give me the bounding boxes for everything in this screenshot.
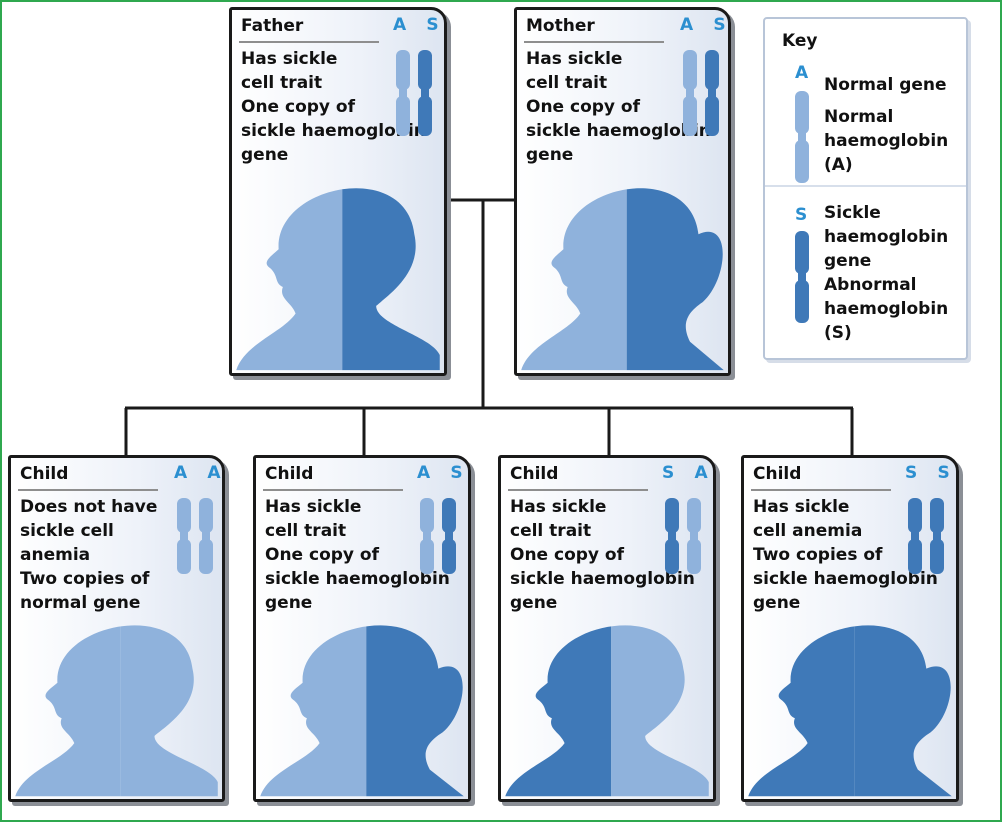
key-code-a: A — [795, 63, 809, 83]
card-description: Does not have sickle cell anemia Two cop… — [20, 497, 158, 613]
child-card-aa: Child A A Does not have sickle cell anem… — [8, 455, 225, 802]
silhouette-child-aa — [15, 625, 218, 797]
sickle-chromosome-icon — [930, 498, 944, 574]
normal-chromosome-icon — [199, 498, 213, 574]
key-entry-sickle: Sickle haemoglobin gene Abnormal haemogl… — [824, 203, 949, 343]
gene-code-1: A — [680, 15, 694, 35]
key-entry-normal: Normal gene Normal haemoglobin (A) — [824, 75, 949, 175]
card-title: Father — [241, 16, 304, 36]
child-card-sa: Child S A Has sickle cell trait One copy… — [498, 455, 716, 802]
card-description: Has sickle cell trait One copy of sickle… — [265, 497, 450, 613]
key-code-s: S — [795, 205, 808, 225]
chromosome-pair-icon — [683, 50, 719, 136]
chromosome-pair-icon — [420, 498, 456, 574]
normal-chromosome-icon — [687, 498, 701, 574]
normal-chromosome-icon — [396, 50, 410, 136]
gene-code-2: A — [694, 463, 708, 483]
gene-code-2: S — [426, 15, 439, 35]
gene-code-2: S — [937, 463, 950, 483]
sickle-chromosome-icon — [418, 50, 432, 136]
gene-code-1: A — [393, 15, 407, 35]
card-title: Mother — [526, 16, 595, 36]
card-description: Has sickle cell anemia Two copies of sic… — [753, 497, 938, 613]
chromosome-pair-icon — [177, 498, 213, 574]
gene-code-1: A — [174, 463, 188, 483]
gene-code-pair: A S — [680, 15, 726, 35]
parent-card-father: Father A S Has sickle cell trait One cop… — [229, 7, 447, 376]
sickle-chromosome-icon — [665, 498, 679, 574]
card-description: Has sickle cell trait One copy of sickle… — [241, 49, 426, 165]
gene-code-2: S — [713, 15, 726, 35]
chromosome-pair-icon — [908, 498, 944, 574]
normal-chromosome-icon — [420, 498, 434, 574]
key-panel: Key A Normal gene Normal haemoglobin (A)… — [763, 17, 968, 360]
card-description: Has sickle cell trait One copy of sickle… — [510, 497, 695, 613]
parent-card-mother: Mother A S Has sickle cell trait One cop… — [514, 7, 731, 376]
sickle-chromosome-icon — [795, 231, 809, 323]
normal-chromosome-icon — [683, 50, 697, 136]
normal-chromosome-icon — [795, 91, 809, 183]
sickle-chromosome-icon — [705, 50, 719, 136]
gene-code-2: S — [450, 463, 463, 483]
card-title: Child — [20, 464, 69, 484]
sickle-chromosome-icon — [908, 498, 922, 574]
card-title: Child — [265, 464, 314, 484]
gene-code-2: A — [207, 463, 221, 483]
silhouette-child-sa — [505, 625, 709, 797]
silhouette-child-ss — [748, 625, 952, 797]
silhouette-child-as — [260, 625, 464, 797]
silhouette-mother — [521, 188, 724, 371]
card-title: Child — [510, 464, 559, 484]
silhouette-father — [236, 188, 440, 371]
child-card-as: Child A S Has sickle cell trait One copy… — [253, 455, 471, 802]
sickle-chromosome-icon — [442, 498, 456, 574]
child-card-ss: Child S S Has sickle cell anemia Two cop… — [741, 455, 959, 802]
gene-code-pair: A S — [393, 15, 439, 35]
gene-code-1: A — [417, 463, 431, 483]
sickle-chromosome-icon — [795, 231, 809, 323]
gene-code-1: S — [662, 463, 675, 483]
gene-code-1: S — [905, 463, 918, 483]
chromosome-pair-icon — [396, 50, 432, 136]
gene-code-pair: S S — [905, 463, 950, 483]
card-title: Child — [753, 464, 802, 484]
card-description: Has sickle cell trait One copy of sickle… — [526, 49, 711, 165]
chromosome-pair-icon — [665, 498, 701, 574]
gene-code-pair: A A — [174, 463, 221, 483]
key-title: Key — [782, 31, 818, 51]
normal-chromosome-icon — [177, 498, 191, 574]
normal-chromosome-icon — [795, 91, 809, 183]
gene-code-pair: S A — [662, 463, 708, 483]
gene-code-pair: A S — [417, 463, 463, 483]
